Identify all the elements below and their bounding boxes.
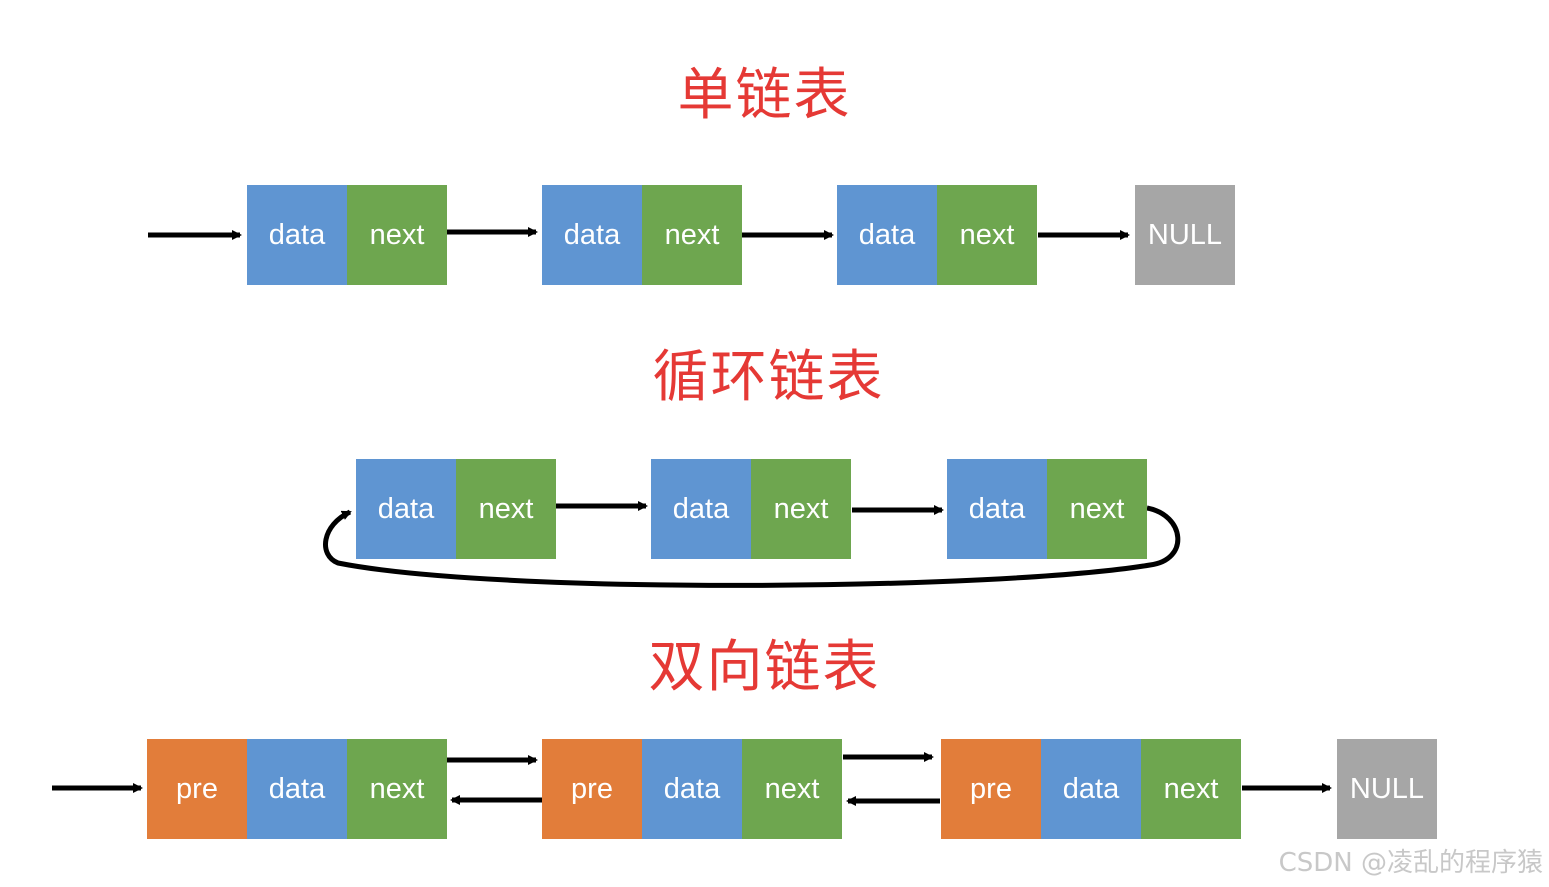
doubly-linked-list-title: 双向链表: [648, 635, 881, 700]
doubly-node2-data: data: [642, 739, 742, 839]
doubly-node3-pre: pre: [941, 739, 1041, 839]
singly-linked-list-title: 单链表: [677, 63, 852, 128]
singly-node2-data: data: [542, 185, 642, 285]
circular-node1-data: data: [356, 459, 456, 559]
doubly-null: NULL: [1337, 739, 1437, 839]
singly-node3-next: next: [937, 185, 1037, 285]
doubly-node2-pre: pre: [542, 739, 642, 839]
doubly-node3-next: next: [1141, 739, 1241, 839]
watermark: CSDN @凌乱的程序猿: [1278, 848, 1543, 878]
arrow-circ-loop-back: [323, 505, 1181, 588]
circular-node2-next: next: [751, 459, 851, 559]
doubly-node2-next: next: [742, 739, 842, 839]
doubly-node3-data: data: [1041, 739, 1141, 839]
singly-node1-data: data: [247, 185, 347, 285]
doubly-node1-next: next: [347, 739, 447, 839]
singly-node2-next: next: [642, 185, 742, 285]
singly-node1-next: next: [347, 185, 447, 285]
circular-linked-list-title: 循环链表: [652, 345, 885, 410]
doubly-node1-data: data: [247, 739, 347, 839]
singly-node3-data: data: [837, 185, 937, 285]
circular-node3-next: next: [1047, 459, 1147, 559]
circular-node3-data: data: [947, 459, 1047, 559]
doubly-node1-pre: pre: [147, 739, 247, 839]
singly-null: NULL: [1135, 185, 1235, 285]
circular-node2-data: data: [651, 459, 751, 559]
circular-node1-next: next: [456, 459, 556, 559]
